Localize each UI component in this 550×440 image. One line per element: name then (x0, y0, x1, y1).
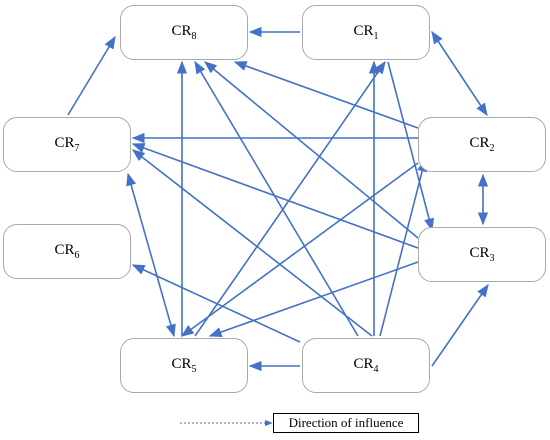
node-cr6: CR6 (3, 224, 131, 279)
edge-cr7-cr8 (67, 35, 116, 116)
node-label-cr6: CR6 (54, 242, 80, 261)
edge-cr4-cr3 (431, 283, 489, 367)
node-label-cr7: CR7 (54, 135, 80, 154)
edge-cr3-cr5 (208, 261, 419, 337)
edge-cr1-cr3 (387, 61, 435, 232)
node-label-cr1: CR1 (353, 23, 379, 42)
edge-cr7-cr5 (126, 172, 176, 338)
edge-cr2-cr8 (233, 61, 419, 129)
edge-cr1-cr2 (431, 30, 488, 117)
edge-cr4-cr2 (379, 158, 428, 337)
edge-cr4-cr6 (131, 264, 301, 343)
node-cr8: CR8 (120, 5, 248, 60)
edge-cr3-cr8 (204, 61, 419, 239)
node-cr3: CR3 (418, 227, 546, 282)
node-cr7: CR7 (3, 117, 131, 172)
node-label-cr8: CR8 (171, 23, 197, 42)
node-cr5: CR5 (120, 338, 248, 393)
node-label-cr4: CR4 (353, 356, 379, 375)
edge-cr5-cr1 (194, 60, 386, 337)
legend-label: Direction of influence (273, 413, 419, 433)
edge-cr2-cr5 (180, 162, 419, 337)
edge-cr4-cr7 (131, 149, 373, 337)
node-cr1: CR1 (302, 5, 430, 60)
node-cr2: CR2 (418, 117, 546, 172)
node-label-cr3: CR3 (469, 245, 495, 264)
edge-cr4-cr8 (194, 60, 359, 337)
node-label-cr5: CR5 (171, 356, 197, 375)
node-label-cr2: CR2 (469, 135, 495, 154)
node-cr4: CR4 (302, 338, 430, 393)
